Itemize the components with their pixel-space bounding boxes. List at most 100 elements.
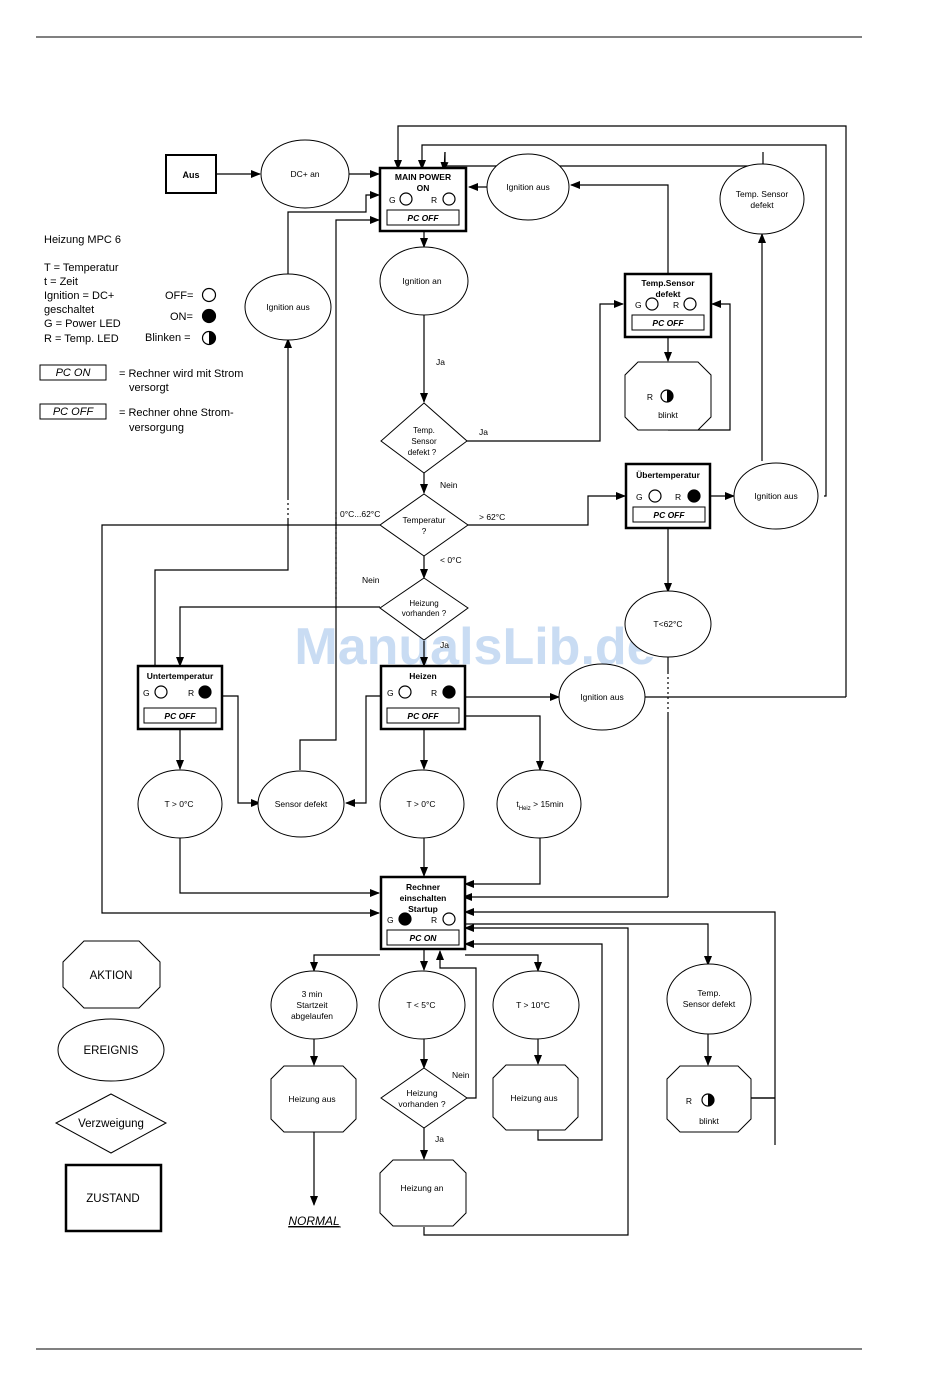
shape-legend: AKTION EREIGNIS Verzweigung ZUSTAND — [54, 940, 168, 1233]
svg-text:ZUSTAND: ZUSTAND — [86, 1193, 139, 1205]
svg-text:Heizung: Heizung — [406, 1088, 437, 1098]
event-label: T > 10°C — [516, 1000, 550, 1010]
action-heizung-an — [379, 1159, 467, 1227]
edge-label: Ja — [436, 357, 445, 367]
svg-text:PC OFF: PC OFF — [653, 510, 685, 520]
led-on-icon — [201, 308, 217, 324]
led-off-icon — [683, 297, 697, 311]
event-label: Temp. Sensor — [736, 189, 789, 199]
led-off-icon — [442, 192, 456, 206]
svg-text:G: G — [635, 300, 642, 310]
event-t-gt-10 — [492, 970, 580, 1040]
edge-label: Ja — [479, 427, 488, 437]
svg-text:G: G — [389, 195, 396, 205]
svg-text:Heizung: Heizung — [409, 599, 438, 608]
svg-text:Startup: Startup — [408, 904, 438, 914]
svg-text:Übertemperatur: Übertemperatur — [636, 470, 700, 480]
svg-text:R: R — [647, 392, 653, 402]
svg-text:AKTION: AKTION — [90, 970, 133, 982]
svg-text:defekt: defekt — [655, 289, 680, 299]
event-label: abgelaufen — [291, 1011, 333, 1021]
event-label: Ignition aus — [580, 692, 623, 702]
state-temp-sensor-defekt: Temp.Sensor defekt G R PC OFF — [623, 272, 713, 339]
normal-label: NORMAL — [288, 1214, 339, 1228]
event-label: T<62°C — [653, 619, 682, 629]
event-temp-sensor-defekt-top — [719, 163, 805, 235]
svg-text:G = Power LED: G = Power LED — [44, 318, 121, 330]
event-label: Ignition an — [402, 276, 441, 286]
action-label: Heizung aus — [288, 1094, 335, 1104]
event-sensor-defekt — [257, 770, 345, 838]
led-off-icon — [442, 912, 456, 926]
svg-text:= Rechner ohne Strom-: = Rechner ohne Strom- — [119, 407, 234, 419]
svg-text:G: G — [636, 492, 643, 502]
event-label: Ignition aus — [266, 302, 309, 312]
event-label: 3 min — [302, 989, 323, 999]
event-dc-an — [260, 139, 350, 209]
svg-text:PC OFF: PC OFF — [407, 711, 439, 721]
state-main-power: MAIN POWER ON G R PC OFF — [378, 166, 468, 233]
event-label: Sensor defekt — [683, 999, 736, 1009]
event-ignition-aus-top — [486, 153, 570, 221]
svg-text:Blinken =: Blinken = — [145, 332, 191, 344]
svg-text:R: R — [675, 492, 681, 502]
event-t-lt-5 — [378, 970, 466, 1040]
edge-label: Ja — [435, 1134, 444, 1144]
event-label: Sensor defekt — [275, 799, 328, 809]
svg-text:R: R — [431, 195, 437, 205]
event-ignition-aus-left — [244, 273, 332, 341]
svg-text:versorgt: versorgt — [129, 382, 169, 394]
svg-text:Aus: Aus — [182, 170, 199, 180]
svg-text:T = Temperatur: T = Temperatur — [44, 262, 119, 274]
svg-text:Temp.Sensor: Temp.Sensor — [641, 278, 695, 288]
svg-text:defekt ?: defekt ? — [408, 448, 437, 457]
svg-text:ON: ON — [417, 183, 430, 193]
svg-text:vorhanden ?: vorhanden ? — [398, 1099, 446, 1109]
state-uebertemperatur: Übertemperatur G R PC OFF — [624, 462, 712, 530]
svg-text:PC ON: PC ON — [56, 367, 91, 379]
svg-text:PC OFF: PC OFF — [652, 318, 684, 328]
event-label: defekt — [750, 200, 774, 210]
svg-text:blinkt: blinkt — [699, 1116, 719, 1126]
svg-text:PC OFF: PC OFF — [53, 406, 95, 418]
legend-ereignis-shape — [57, 1018, 165, 1082]
event-label: Startzeit — [296, 1000, 328, 1010]
svg-text:Untertemperatur: Untertemperatur — [147, 671, 214, 681]
svg-text:versorgung: versorgung — [129, 422, 184, 434]
edge-label: Nein — [440, 480, 458, 490]
svg-text:blinkt: blinkt — [658, 410, 678, 420]
connectors — [101, 125, 847, 1236]
event-t-gt-0-mid — [379, 769, 465, 839]
svg-text:R: R — [431, 915, 437, 925]
action-label: Heizung aus — [510, 1093, 557, 1103]
legend: Heizung MPC 6 T = Temperatur t = Zeit Ig… — [39, 234, 243, 434]
led-blink-icon — [660, 389, 674, 403]
svg-text:PC OFF: PC OFF — [164, 711, 196, 721]
led-on-icon — [442, 685, 456, 699]
svg-text:Temperatur: Temperatur — [403, 515, 446, 525]
edge-label: < 0°C — [440, 555, 462, 565]
svg-text:Rechner: Rechner — [406, 882, 441, 892]
led-off-icon — [648, 489, 662, 503]
svg-text:einschalten: einschalten — [400, 893, 447, 903]
decision-sensor-defekt — [380, 402, 468, 474]
led-blink-icon — [701, 1093, 715, 1107]
svg-text:Sensor: Sensor — [411, 437, 437, 446]
svg-text:R: R — [431, 688, 437, 698]
svg-text:= Rechner wird mit Strom: = Rechner wird mit Strom — [119, 368, 243, 380]
event-temp-sensor-defekt-bottom — [666, 963, 752, 1035]
svg-text:G: G — [143, 688, 150, 698]
event-label: T < 5°C — [407, 1000, 436, 1010]
svg-text:geschaltet: geschaltet — [44, 304, 94, 316]
event-t-heiz — [496, 769, 582, 839]
svg-text:EREIGNIS: EREIGNIS — [84, 1045, 139, 1057]
svg-text:Verzweigung: Verzweigung — [78, 1118, 144, 1130]
event-label: Ignition aus — [506, 182, 549, 192]
edge-label: Nein — [362, 575, 380, 585]
svg-text:Ignition = DC+: Ignition = DC+ — [44, 290, 114, 302]
svg-text:R: R — [686, 1096, 692, 1106]
state-rechner-einschalten: Rechner einschalten Startup G R PC ON — [379, 875, 467, 951]
svg-text:PC ON: PC ON — [410, 933, 438, 943]
led-blink-icon — [201, 330, 217, 346]
